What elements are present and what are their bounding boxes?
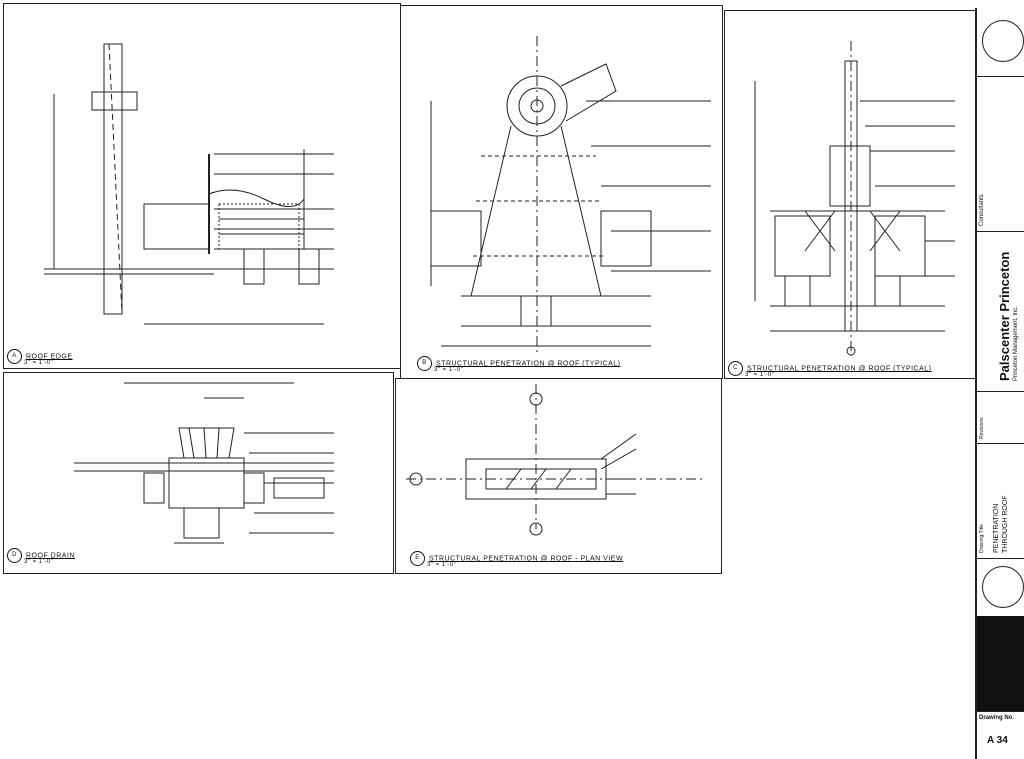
seal-circle (982, 20, 1024, 62)
project-cell: Palscenter Princeton Princeton Managemen… (977, 231, 1024, 392)
title-block: Consultants Palscenter Princeton Princet… (975, 8, 1024, 759)
structural-penetration-drawing (430, 36, 711, 356)
roof-edge-drawing (44, 43, 334, 325)
stamp-circle (982, 566, 1024, 608)
roof-drain-drawing (74, 382, 334, 544)
drawing-title-cell: Drawing Title PENETRATION THROUGH ROOF (977, 443, 1024, 559)
plan-view-drawing (406, 384, 706, 536)
structural-penetration-drawing (754, 41, 955, 356)
consultants-cell: Consultants (977, 76, 1024, 232)
drawing-number-cell: Drawing No. A 34 (979, 715, 1015, 746)
stamp-cell (977, 558, 1024, 617)
seal-area (977, 8, 1024, 77)
scan-shadow (977, 616, 1024, 712)
revisions-cell: Revisions (977, 391, 1024, 444)
